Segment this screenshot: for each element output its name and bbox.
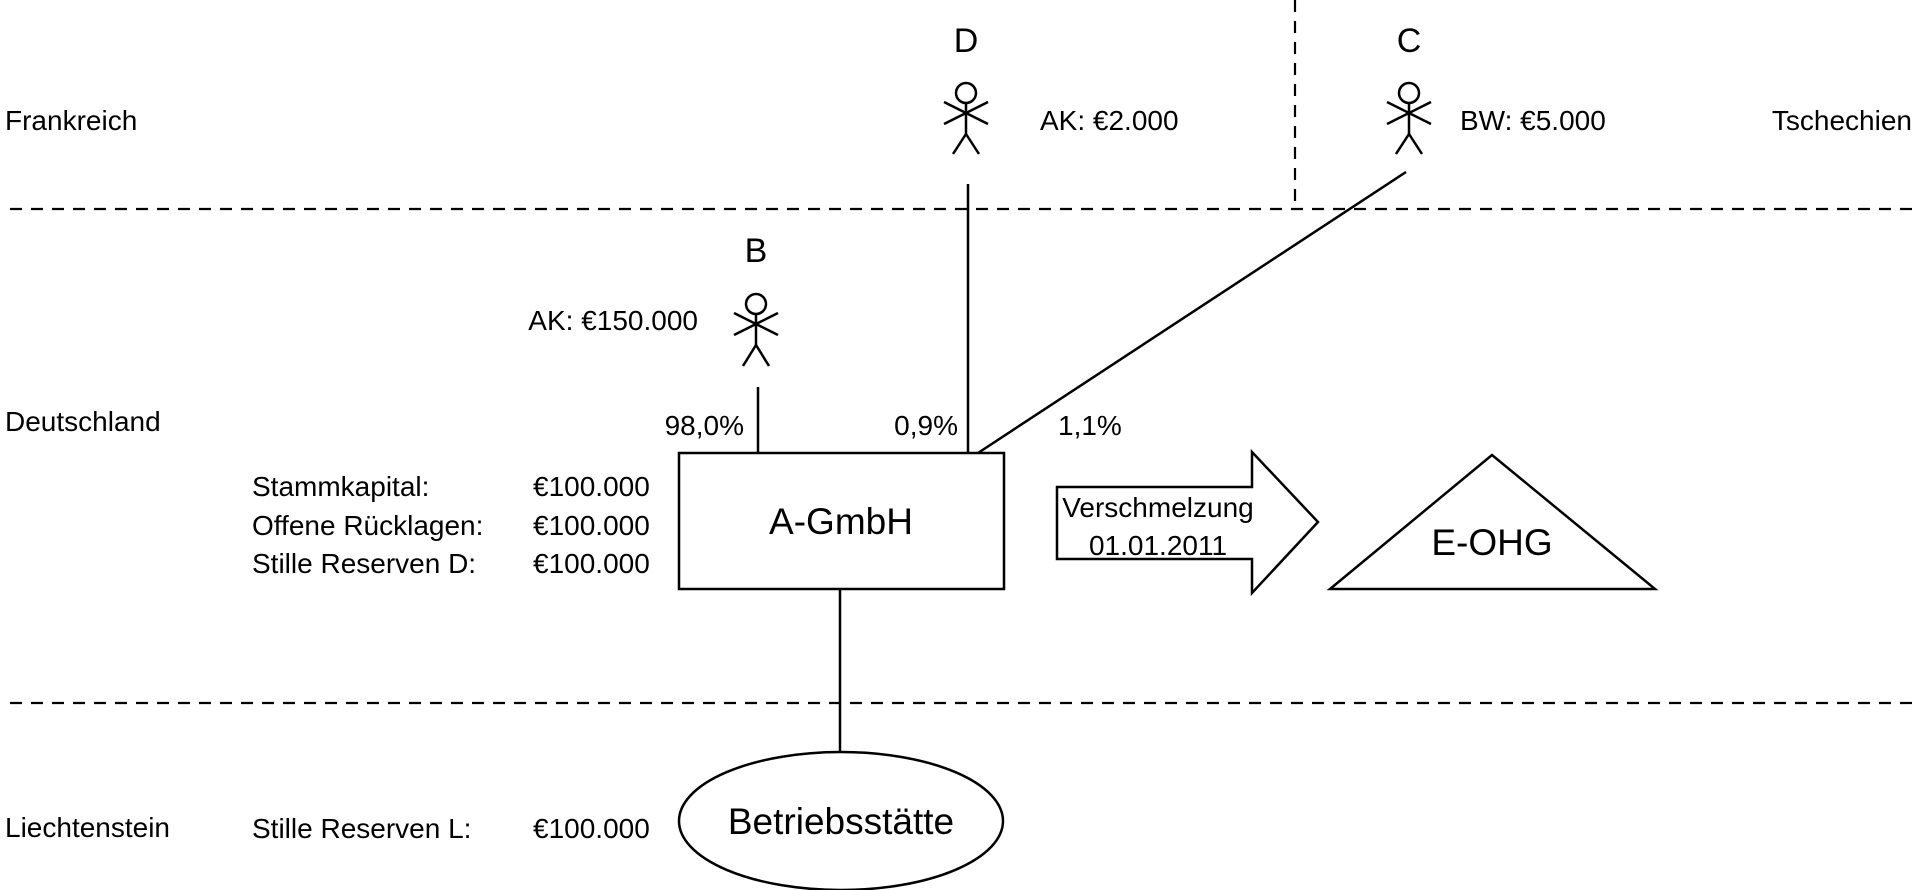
person-d-icon xyxy=(943,81,989,155)
region-label-liechtenstein: Liechtenstein xyxy=(5,812,170,843)
gmbh-item-value: €100.000 xyxy=(533,471,650,502)
gmbh-name: A-GmbH xyxy=(769,501,913,542)
gmbh-item-value: €100.000 xyxy=(533,510,650,541)
betriebsstaette-reserve-value: €100.000 xyxy=(533,813,650,844)
betriebsstaette-name: Betriebsstätte xyxy=(728,801,954,842)
merger-arrow xyxy=(1055,448,1320,597)
ownership-line-c xyxy=(977,170,1407,455)
share-b: 98,0% xyxy=(665,410,744,441)
betriebsstaette-ellipse xyxy=(677,750,1005,890)
region-label-frankreich: Frankreich xyxy=(5,105,137,136)
person-d-value: AK: €2.000 xyxy=(1040,105,1179,136)
merger-date: 01.01.2011 xyxy=(1089,530,1227,561)
ohg-triangle xyxy=(1326,453,1659,591)
region-label-tschechien: Tschechien xyxy=(1772,105,1912,136)
gmbh-box xyxy=(677,451,1006,591)
person-b-value: AK: €150.000 xyxy=(528,305,698,336)
gmbh-item-label: Stammkapital: xyxy=(252,471,429,502)
gmbh-item-label: Offene Rücklagen: xyxy=(252,510,483,541)
share-d: 0,9% xyxy=(894,410,958,441)
person-d-name: D xyxy=(954,22,979,60)
person-c-icon xyxy=(1386,81,1432,155)
gmbh-item-value: €100.000 xyxy=(533,548,650,579)
person-c-name: C xyxy=(1397,22,1422,60)
person-b-name: B xyxy=(745,232,768,270)
share-c: 1,1% xyxy=(1058,410,1122,441)
ohg-name: E-OHG xyxy=(1431,522,1552,563)
person-c-value: BW: €5.000 xyxy=(1460,105,1606,136)
merger-label: Verschmelzung xyxy=(1062,492,1253,523)
betriebsstaette-reserve-label: Stille Reserven L: xyxy=(252,813,471,844)
gmbh-item-label: Stille Reserven D: xyxy=(252,548,476,579)
person-b-icon xyxy=(733,292,779,367)
region-label-deutschland: Deutschland xyxy=(5,406,161,437)
